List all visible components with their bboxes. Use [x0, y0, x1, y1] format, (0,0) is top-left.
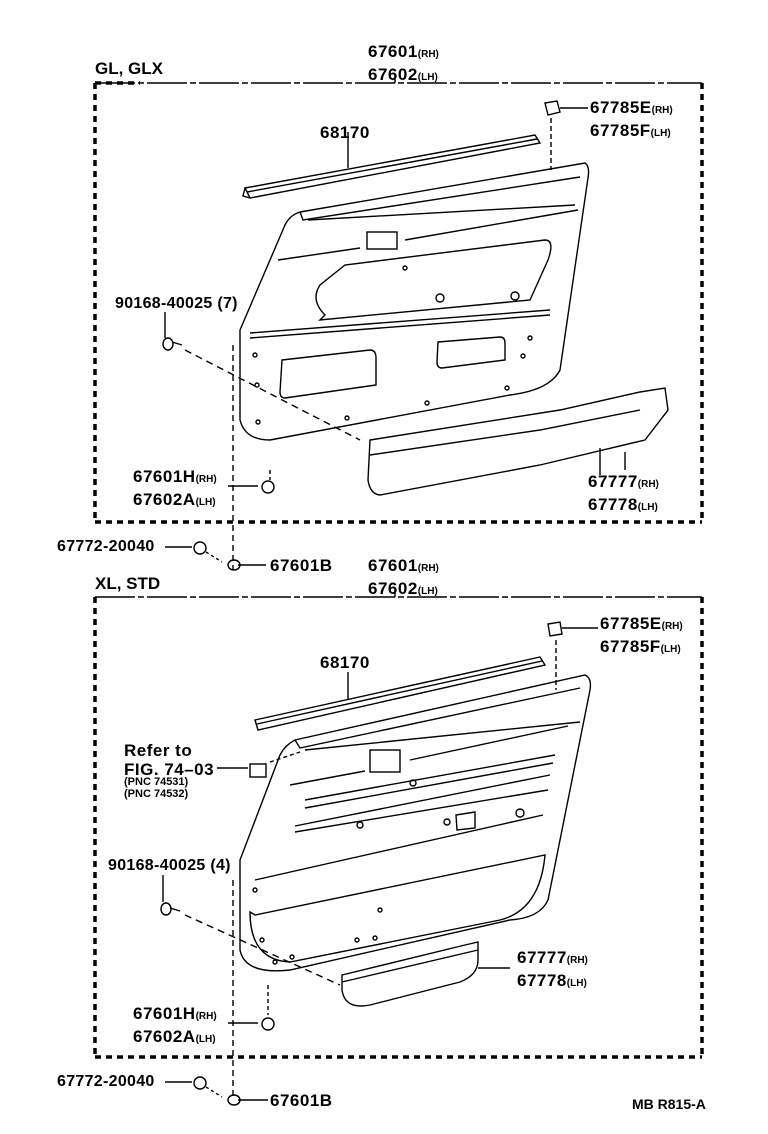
- variant-label-gl-glx: GL, GLX: [95, 59, 163, 78]
- reference-label-line2: FIG. 74–03: [124, 760, 215, 779]
- clip-cap-label-top: 67785E(RH) 67785F(LH): [590, 98, 673, 140]
- screw-90168-top: [162, 312, 361, 441]
- bolt-label-bottom: 67601B: [270, 1091, 333, 1110]
- assembly-label-bottom: 67601(RH) 67602(LH): [368, 556, 439, 598]
- weatherstrip-label-top: 68170: [320, 123, 370, 142]
- clip-cap-67785-top: [544, 100, 588, 170]
- reference-label-line1: Refer to: [124, 741, 193, 760]
- clip-cap-label-bottom: 67785E(RH) 67785F(LH): [600, 614, 683, 656]
- clip-67601h-bottom: [228, 880, 275, 1100]
- weatherstrip-label-bottom: 68170: [320, 653, 370, 672]
- reference-pnc-list: (PNC 74531) (PNC 74532): [124, 776, 189, 800]
- section-frame-gl-glx: [93, 76, 704, 524]
- figure-id: MB R815-A: [632, 1096, 706, 1112]
- grommet-bolt-bottom: [165, 1076, 268, 1106]
- screw-90168-bottom: [160, 875, 341, 986]
- screw-label-top: 90168-40025 (7): [115, 295, 238, 312]
- screw-label-bottom: 90168-40025 (4): [108, 857, 231, 874]
- door-trim-panel-top: [239, 162, 590, 441]
- grommet-label-top: 67772-20040: [57, 538, 155, 555]
- clip-label-bottom: 67601H(RH) 67602A(LH): [133, 1004, 217, 1046]
- bolt-label-top: 67601B: [270, 556, 333, 575]
- grommet-bolt-top: [165, 541, 266, 571]
- door-pocket-67777-top: [367, 387, 669, 496]
- weatherstrip-68170-bottom: [254, 656, 547, 731]
- variant-label-xl-std: XL, STD: [95, 574, 161, 593]
- assembly-label-top: 67601(RH) 67602(LH): [368, 42, 439, 84]
- pocket-label-bottom: 67777(RH) 67778(LH): [517, 948, 588, 990]
- door-trim-panel-bottom: [239, 674, 592, 972]
- weatherstrip-68170-top: [242, 132, 542, 199]
- clip-label-top: 67601H(RH) 67602A(LH): [133, 467, 217, 509]
- clip-cap-67785-bottom: [547, 621, 598, 690]
- pocket-label-top: 67777(RH) 67778(LH): [588, 472, 659, 514]
- clip-67601h-top: [228, 345, 275, 570]
- door-pocket-67777-bottom: [341, 941, 510, 1007]
- reference-clip: [217, 751, 301, 778]
- section-frame-xl-std: [93, 590, 704, 1059]
- grommet-label-bottom: 67772-20040: [57, 1073, 155, 1090]
